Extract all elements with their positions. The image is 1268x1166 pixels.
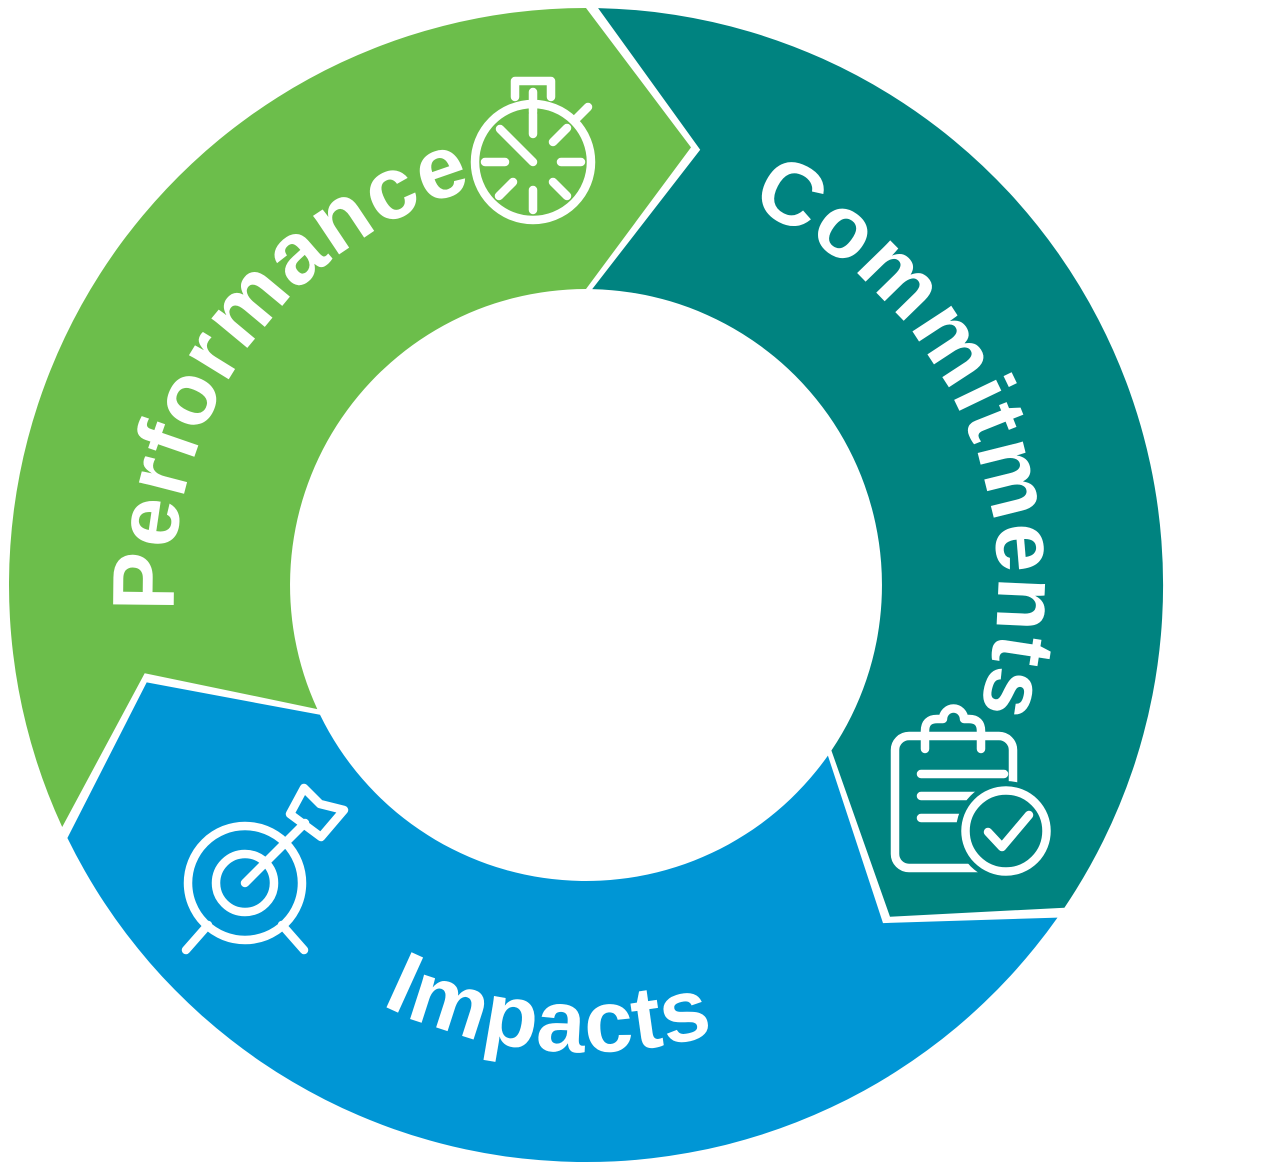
dart-fletching (285, 783, 349, 842)
segment-performance (8, 8, 692, 827)
check-mark (983, 810, 1034, 852)
clipboard-check-gap (956, 781, 1056, 881)
stopwatch-icon (470, 76, 596, 225)
check-circle (961, 786, 1051, 876)
target-legs (181, 920, 309, 955)
dart-shaft (240, 818, 310, 888)
clipboard-check-icon (890, 704, 1056, 881)
target-outer-ring (183, 821, 307, 945)
clipboard-clip (920, 704, 986, 754)
target-inner-ring (211, 849, 279, 917)
stopwatch-hand (495, 124, 538, 167)
stopwatch-ticks (480, 109, 586, 215)
target-arrow-icon (181, 783, 349, 955)
segment-commitments (592, 8, 1164, 917)
stopwatch-side-button (571, 102, 593, 124)
stopwatch-crown-bar (510, 76, 556, 102)
